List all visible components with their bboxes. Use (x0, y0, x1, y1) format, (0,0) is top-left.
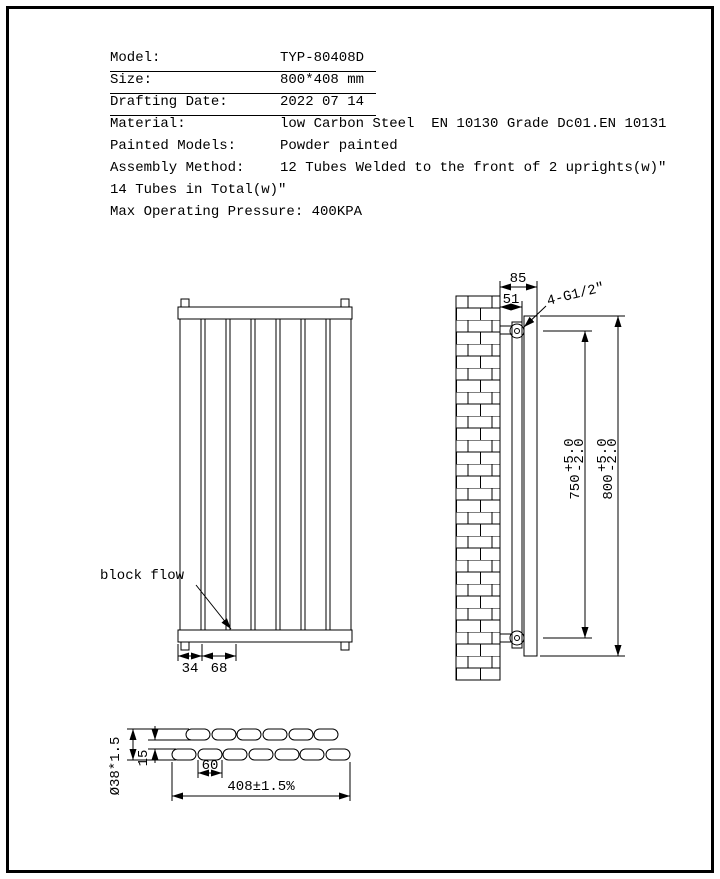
dim-750-tol-minus: -2.0 (572, 438, 588, 472)
bottom-collector (177, 629, 353, 643)
dim-60-group: 60 (197, 758, 223, 778)
tube-section (222, 748, 248, 761)
spec-row-assembly-method: Assembly Method: 12 Tubes Welded to the … (110, 160, 666, 182)
radiator-tube (229, 318, 252, 631)
tube-column-profile (523, 315, 538, 657)
spec-row-model: Model: TYP-80408D (110, 50, 666, 72)
mounting-brackets (500, 325, 512, 643)
thread-leader-line (523, 305, 547, 328)
dim-34-label: 34 (182, 661, 199, 677)
spec-label-material: Material: (110, 116, 186, 132)
tube-section (288, 728, 314, 741)
dim-750-label: 750 (568, 474, 584, 499)
spec-row-material: Material: low Carbon Steel EN 10130 Grad… (110, 116, 666, 138)
tube-section (185, 728, 211, 741)
dim-750-tol-plus: +5.0 (562, 438, 578, 472)
tube-section (236, 728, 262, 741)
spec-label-size: Size: (110, 72, 280, 94)
spec-value-drafting-date: 2022 07 14 (280, 94, 376, 116)
spec-label-painted-models: Painted Models: (110, 138, 237, 154)
tube-section (313, 728, 339, 741)
dim-408-group: 408±1.5% (171, 762, 351, 801)
tube-section (262, 728, 288, 741)
radiator-tube (204, 318, 227, 631)
dim-800-group: 800 +5.0 -2.0 (540, 315, 625, 657)
upright-profile (511, 321, 523, 649)
tube-section (171, 748, 197, 761)
radiator-tube (329, 318, 352, 631)
block-flow-annotation: block flow (100, 568, 232, 630)
tube-spec-label: Ø38*1.5 (108, 737, 124, 796)
wall-bracket-tab (180, 298, 190, 308)
dim-68-label: 68 (211, 661, 228, 677)
spec-value-material: low Carbon Steel EN 10130 Grade Dc01.EN … (280, 116, 667, 132)
spec-value-size: 800*408 mm (280, 72, 376, 94)
spec-row-painted-models: Painted Models: Powder painted (110, 138, 666, 160)
dim-800-tol-plus: +5.0 (595, 438, 611, 472)
spec-value-assembly-method: 12 Tubes Welded to the front of 2 uprigh… (280, 160, 667, 176)
spec-row-size: Size: 800*408 mm (110, 72, 666, 94)
tube-section (248, 748, 274, 761)
wall-section (455, 295, 501, 681)
tube-section (299, 748, 325, 761)
dim-750-group: 750 +5.0 -2.0 (543, 330, 592, 639)
dim-800-label: 800 (601, 474, 617, 499)
dim-800-tol-minus: -2.0 (605, 438, 621, 472)
title-block: Model: TYP-80408D Size: 800*408 mm Draft… (110, 50, 666, 226)
dim-408-label: 408±1.5% (227, 779, 295, 795)
tube-spec-dim-group: Ø38*1.5 (108, 728, 189, 796)
spec-value-painted-models: Powder painted (280, 138, 398, 154)
dim-60-label: 60 (202, 758, 219, 774)
radiator-tube (279, 318, 302, 631)
spec-row-drafting-date: Drafting Date: 2022 07 14 (110, 94, 666, 116)
dim-34-68-group: 34 68 (177, 644, 237, 677)
wall-bracket-tab (340, 641, 350, 651)
spec-value-model: TYP-80408D (280, 50, 376, 72)
dim-15-label: 15 (136, 750, 152, 767)
tube-section (274, 748, 300, 761)
tube-section (197, 748, 223, 761)
bottom-port-centre (514, 635, 520, 641)
thread-spec-label: 4-G1/2" (545, 280, 606, 310)
dim-85-group: 85 (499, 271, 538, 316)
top-port-centre (514, 328, 520, 334)
wall-bracket-tab (340, 298, 350, 308)
dim-51-label: 51 (503, 292, 520, 308)
dim-85-label: 85 (510, 271, 527, 287)
top-collector (177, 306, 353, 320)
front-view: 34 68 block flow (100, 298, 353, 677)
wall-bracket-tab (180, 641, 190, 651)
block-flow-label: block flow (100, 568, 185, 584)
note-tubes-total: 14 Tubes in Total(w)" (110, 182, 287, 198)
radiator-tube (254, 318, 277, 631)
block-flow-arrow (195, 584, 232, 630)
spec-label-drafting-date: Drafting Date: (110, 94, 280, 116)
radiator-tube (304, 318, 327, 631)
radiator-tube (179, 318, 202, 631)
top-port-circle (509, 323, 525, 339)
plan-view: 60 15 Ø38*1.5 408±1.5% (108, 726, 351, 801)
spec-label-model: Model: (110, 50, 280, 72)
tube-section (211, 728, 237, 741)
note-max-pressure: Max Operating Pressure: 400KPA (110, 204, 363, 220)
dim-51-group: 51 (500, 292, 523, 322)
bottom-port-circle (509, 630, 525, 646)
side-view: 85 51 4-G1/2" 750 +5.0 -2.0 (455, 271, 625, 681)
spec-label-assembly-method: Assembly Method: (110, 160, 245, 176)
tube-section (325, 748, 351, 761)
dim-15-group: 15 (136, 726, 191, 766)
